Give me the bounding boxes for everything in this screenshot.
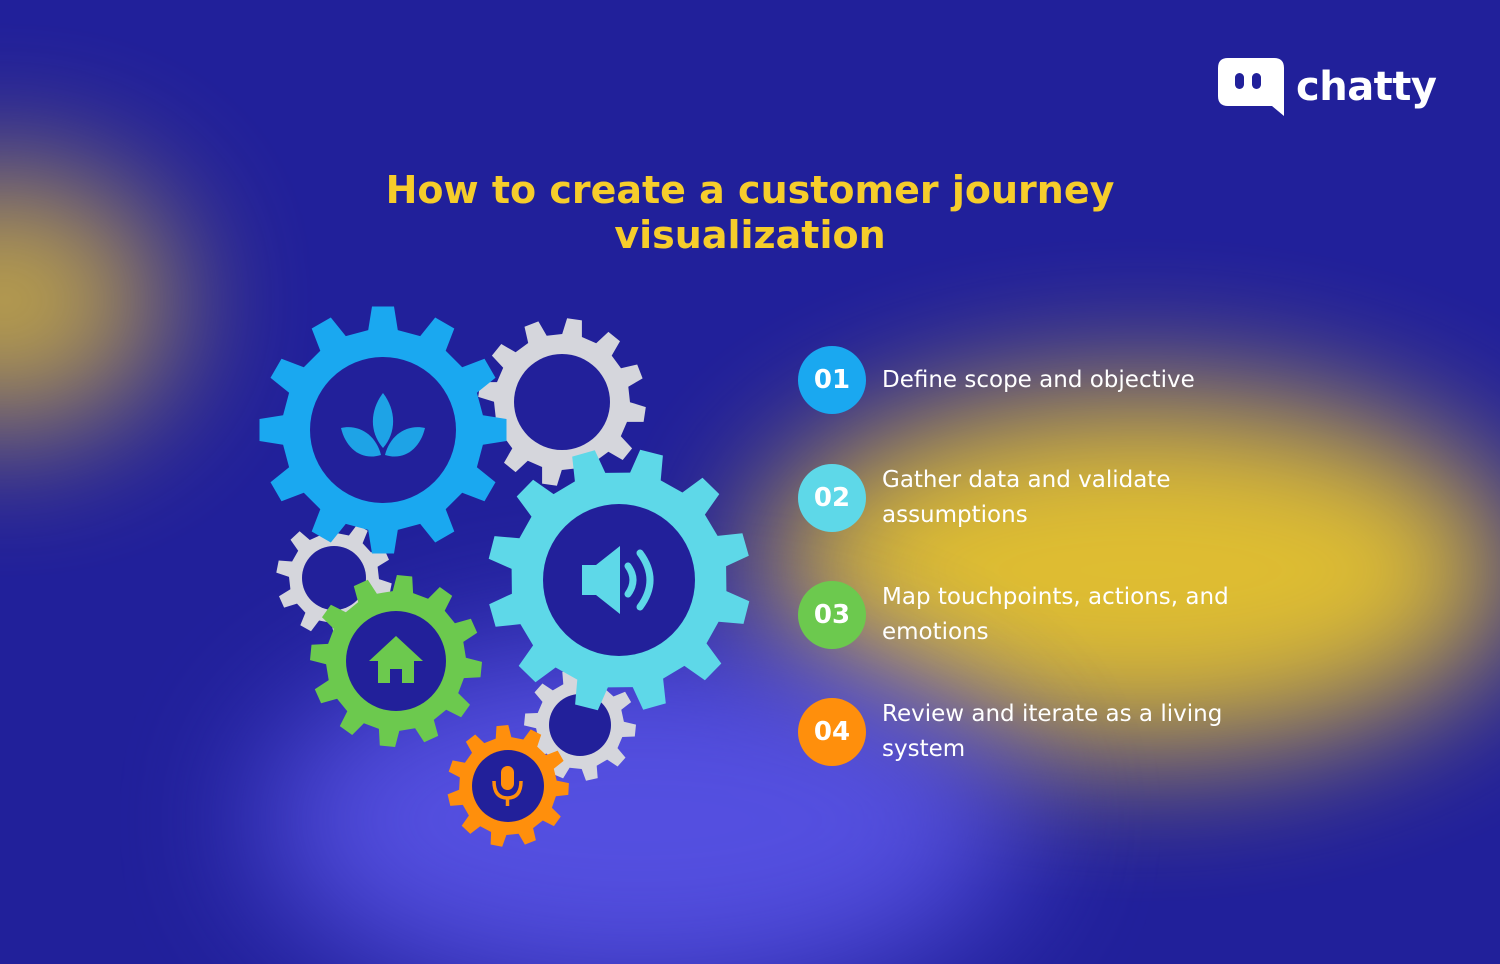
step-4: 04 Review and iterate as a living system bbox=[798, 697, 1262, 767]
step-2: 02 Gather data and validate assumptions bbox=[798, 463, 1262, 533]
brand-name: chatty bbox=[1296, 64, 1437, 110]
leaf-icon bbox=[341, 393, 425, 457]
brand-logo: chatty bbox=[1218, 58, 1437, 116]
speaker-icon bbox=[582, 546, 654, 614]
home-icon bbox=[369, 636, 423, 683]
step-2-badge: 02 bbox=[798, 464, 866, 532]
step-1-text: Define scope and objective bbox=[882, 366, 1195, 393]
microphone-icon bbox=[492, 766, 523, 806]
step-3-badge: 03 bbox=[798, 581, 866, 649]
step-3-text: Map touchpoints, actions, and emotions bbox=[882, 584, 1229, 645]
gear-gray-large bbox=[478, 318, 646, 486]
step-3: 03 Map touchpoints, actions, and emotion… bbox=[798, 580, 1262, 650]
step-4-badge: 04 bbox=[798, 698, 866, 766]
chat-bubble-icon bbox=[1218, 58, 1284, 116]
step-4-text: Review and iterate as a living system bbox=[882, 701, 1223, 762]
step-1-badge: 01 bbox=[798, 346, 866, 414]
step-1: 01 Define scope and objective bbox=[798, 346, 1262, 414]
step-2-text: Gather data and validate assumptions bbox=[882, 467, 1171, 528]
page-title: How to create a customer journey visuali… bbox=[385, 168, 1115, 257]
